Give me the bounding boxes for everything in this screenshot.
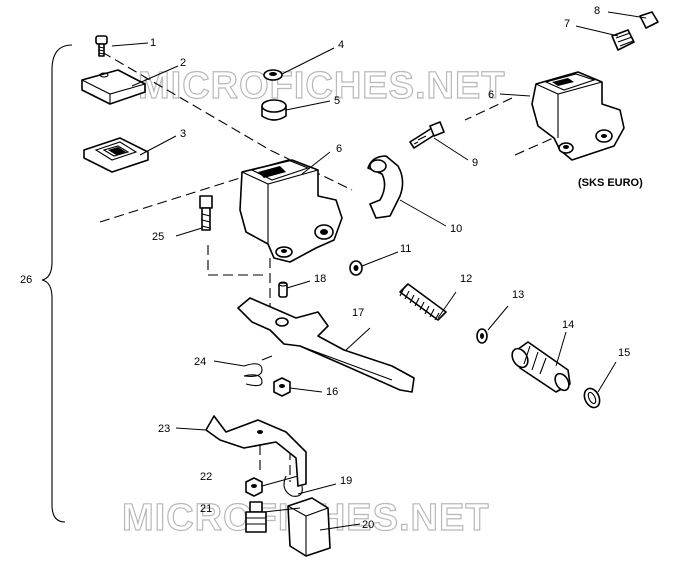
- callout-9: 9: [472, 157, 478, 169]
- part-13-washer: [476, 328, 488, 344]
- callout-26: 26: [20, 274, 32, 286]
- callout-7: 7: [564, 18, 570, 30]
- callout-22: 22: [200, 471, 212, 483]
- part-17-lever: [237, 297, 415, 393]
- callout-21: 21: [200, 503, 212, 515]
- part-25-bolt: [199, 195, 213, 231]
- callout-4: 4: [338, 39, 344, 51]
- part-4-washer: [263, 69, 283, 81]
- part-1-screw: [95, 35, 108, 57]
- part-8-cap: [639, 11, 659, 29]
- assembly-line-top: [101, 51, 353, 191]
- group-bracket: [41, 44, 73, 523]
- part-6-master-cylinder: [239, 159, 343, 263]
- callout-11: 11: [400, 243, 411, 255]
- callout-24: 24: [194, 356, 206, 368]
- part-15-seal: [583, 387, 601, 409]
- assembly-line-pivot: [207, 245, 268, 276]
- part-11-washer: [349, 260, 363, 276]
- part-5-insert: [261, 99, 287, 121]
- callout-3: 3: [180, 128, 186, 140]
- callout-20: 20: [362, 519, 374, 531]
- callout-5: 5: [334, 95, 340, 107]
- part-21-screw: [245, 501, 267, 533]
- part-19-spring-clip: [283, 475, 303, 497]
- callout-6-euro: 6: [488, 89, 494, 101]
- part-22-nut: [245, 477, 263, 497]
- callout-17: 17: [352, 307, 364, 319]
- part-16-nut: [273, 377, 291, 397]
- callout-23: 23: [158, 423, 170, 435]
- callout-2: 2: [180, 57, 186, 69]
- callout-16: 16: [326, 386, 338, 398]
- part-18-pin: [278, 281, 288, 298]
- part-7-fitting: [611, 29, 635, 51]
- part-6-master-cylinder-euro: [531, 71, 625, 161]
- part-2-cover: [81, 69, 146, 105]
- callout-14: 14: [562, 319, 574, 331]
- callout-12: 12: [460, 273, 472, 285]
- callout-19: 19: [340, 475, 352, 487]
- callout-15: 15: [618, 347, 630, 359]
- part-23-bracket: [205, 415, 307, 487]
- callout-10: 10: [450, 223, 462, 235]
- callout-6: 6: [336, 143, 342, 155]
- part-9-bolt: [409, 121, 445, 149]
- callout-18: 18: [314, 273, 326, 285]
- callout-13: 13: [512, 289, 524, 301]
- part-12-spring: [399, 283, 447, 321]
- callout-8: 8: [594, 5, 600, 17]
- part-10-clamp: [367, 155, 404, 219]
- part-24-spring: [243, 355, 273, 387]
- watermark-top: MICROFICHES.NET: [138, 65, 506, 107]
- callout-1: 1: [150, 37, 156, 49]
- leader-lines: [111, 11, 647, 531]
- callout-labels: 1 2 3 4 5 6 6 7 8 9 10 11 12 13 14 15 16…: [20, 5, 630, 531]
- region-label-sks-euro: (SKS EURO): [578, 177, 643, 189]
- part-20-switch: [287, 497, 331, 557]
- assembly-line-euro: [464, 97, 561, 156]
- part-3-diaphragm: [83, 137, 149, 173]
- part-14-piston: [511, 341, 571, 393]
- callout-25: 25: [152, 231, 164, 243]
- assembly-line-mid: [99, 177, 241, 223]
